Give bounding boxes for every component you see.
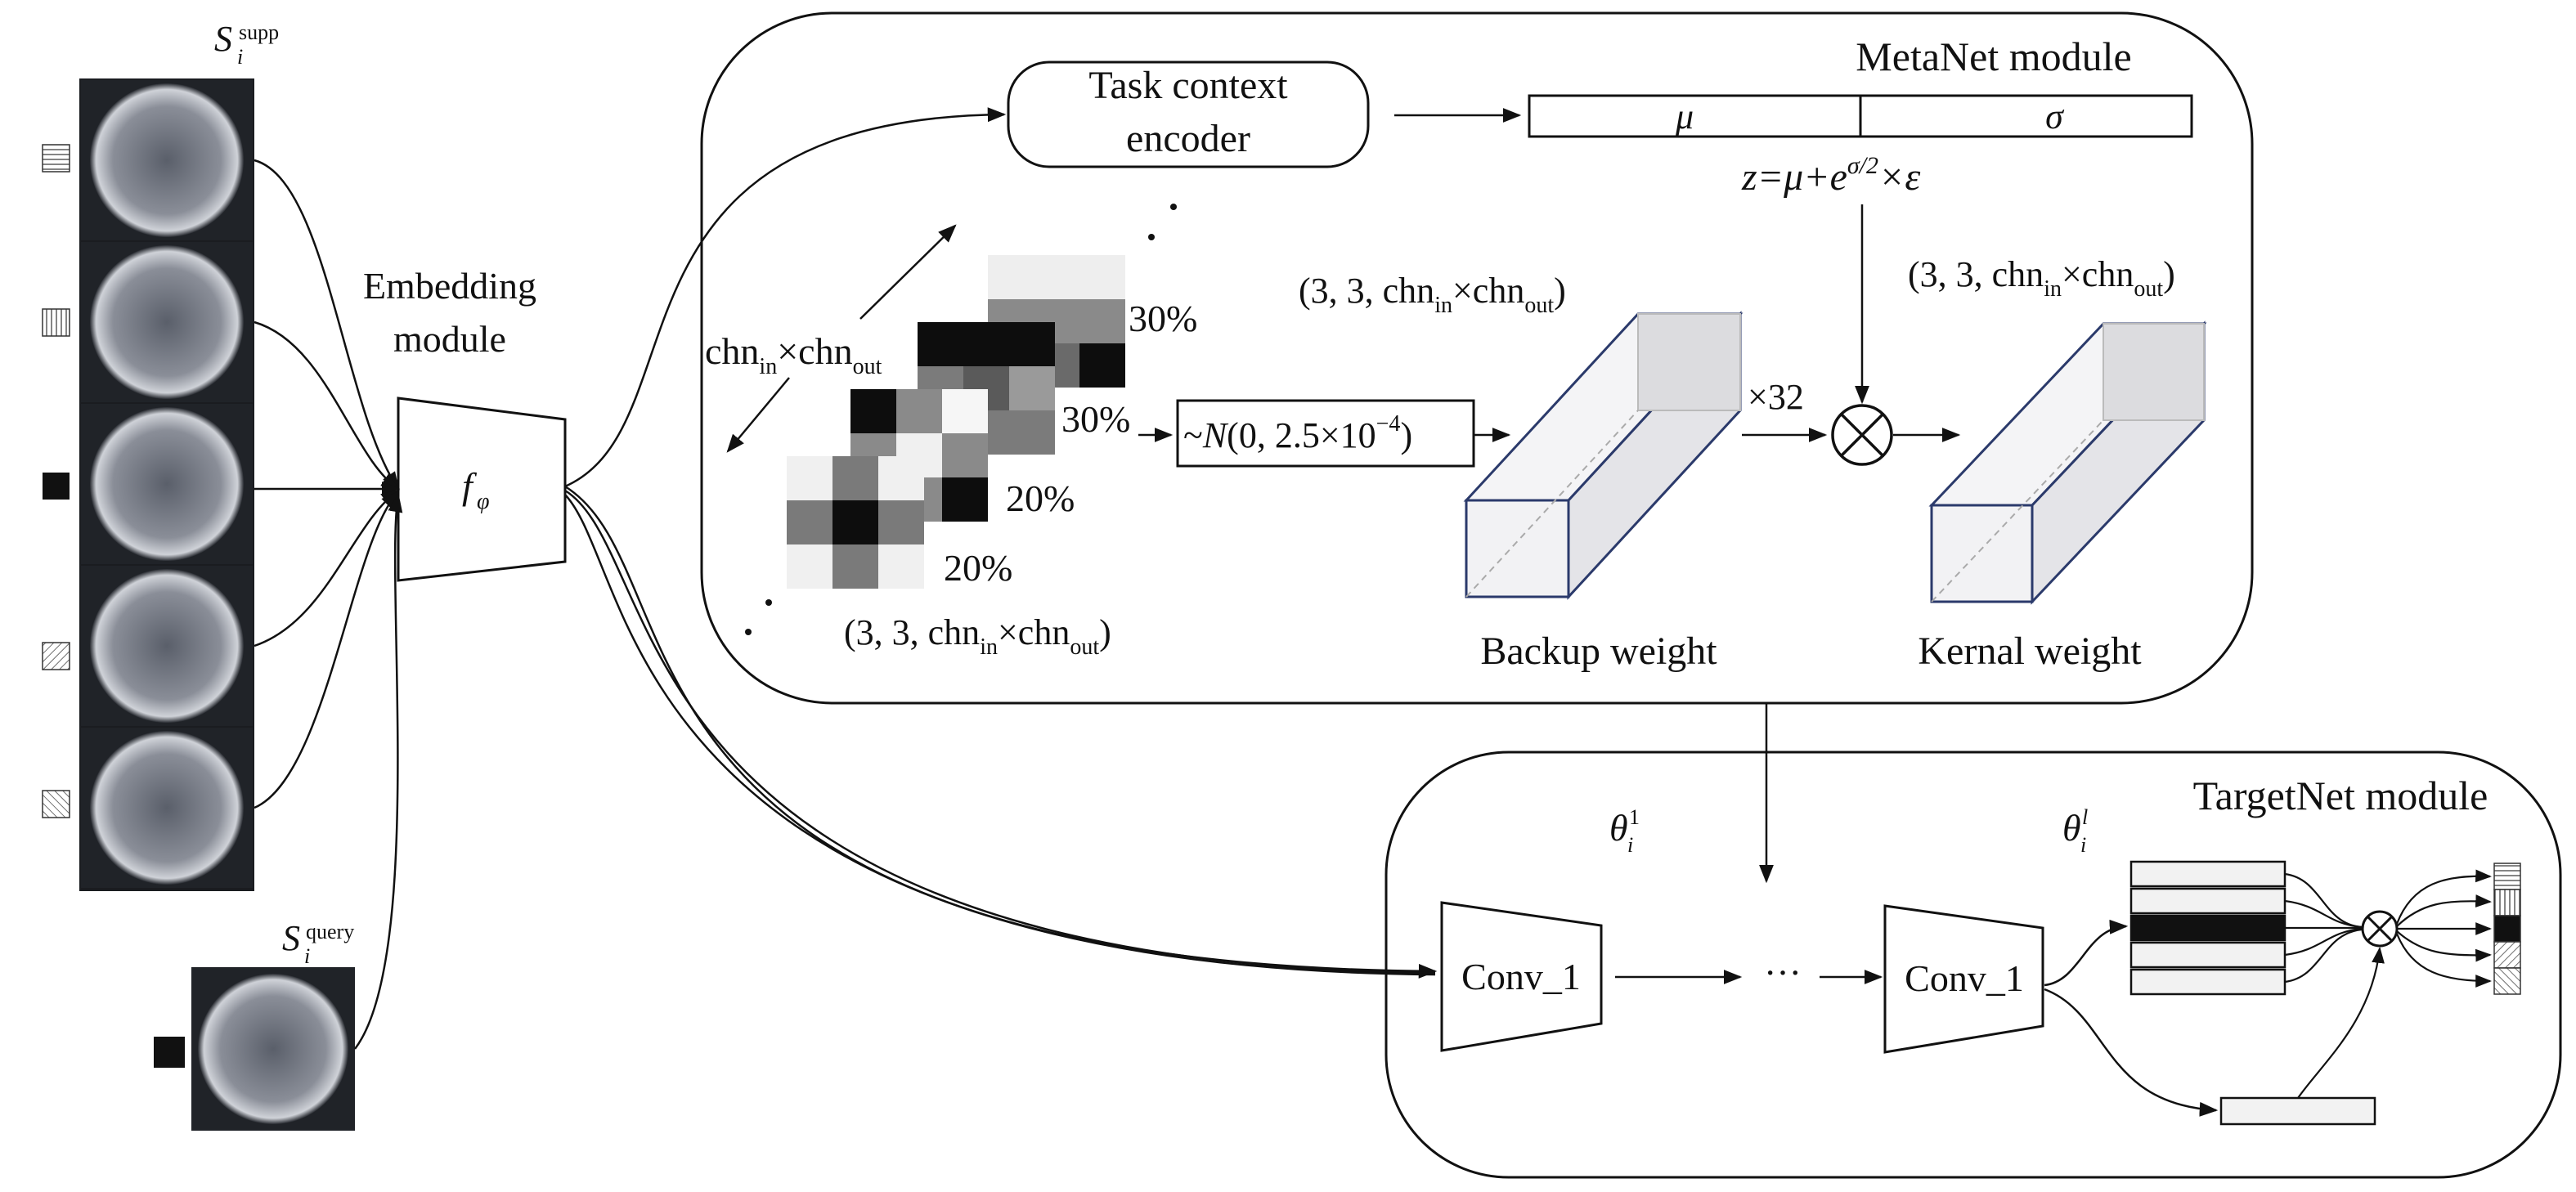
output-marker-diagonal-2 <box>2493 967 2521 995</box>
output-marker-vertical <box>2493 889 2521 916</box>
kernel-tiles <box>787 255 1125 589</box>
multiply-operator-icon <box>1831 404 1893 466</box>
compare-operator-icon <box>2361 910 2399 948</box>
svg-text:S: S <box>282 918 300 958</box>
svg-text:Conv_1: Conv_1 <box>1905 957 2024 999</box>
support-set-label: S i supp <box>214 19 279 69</box>
layer-ellipsis: ··· <box>1764 952 1802 993</box>
svg-text:~N(0, 2.5×10−4): ~N(0, 2.5×10−4) <box>1183 411 1412 455</box>
svg-text:i: i <box>1627 833 1633 857</box>
svg-text:i: i <box>2080 833 2086 857</box>
svg-text:i: i <box>237 45 243 69</box>
backup-weight-label: Backup weight <box>1480 630 1717 673</box>
output-marker-solid <box>2493 915 2521 943</box>
output-class-markers <box>2493 863 2521 995</box>
svg-text:supp: supp <box>239 20 279 44</box>
svg-text:(3, 3, chnin×chnout): (3, 3, chnin×chnout) <box>1299 271 1566 318</box>
svg-text:μ: μ <box>1675 96 1694 137</box>
support-to-embedding-arrows <box>254 159 403 1050</box>
embedding-output-arrows <box>564 107 1438 979</box>
kernel-shape-label-backup: (3, 3, chnin×chnout) <box>1299 271 1566 318</box>
feature-bars <box>2129 860 2287 996</box>
svg-text:Conv_1: Conv_1 <box>1461 956 1581 997</box>
targetnet-module-box <box>1384 751 2562 1179</box>
kernal-weight-label: Kernal weight <box>1918 630 2142 673</box>
svg-text:θ: θ <box>2062 807 2081 849</box>
class-marker-horizontal <box>42 144 70 173</box>
svg-text:S: S <box>214 19 232 59</box>
metanet-module-box <box>700 11 2254 705</box>
targetnet-title: TargetNet module <box>2193 773 2488 818</box>
svg-text:θ: θ <box>1609 807 1628 849</box>
tile-percent-1: 30% <box>1129 298 1197 339</box>
embedding-module: f φ <box>397 397 567 582</box>
compare-to-output-arrows <box>2395 869 2492 988</box>
kernel-tile-1 <box>787 456 924 589</box>
conv-block-last: Conv_1 <box>1883 904 2044 1054</box>
support-image-1 <box>81 80 253 240</box>
embedding-title-line1: Embedding <box>363 265 536 307</box>
svg-text:query: query <box>306 920 354 943</box>
times32-label: ×32 <box>1748 377 1804 417</box>
class-marker-diagonal-1 <box>42 642 70 670</box>
svg-text:φ: φ <box>477 489 490 514</box>
class-marker-vertical <box>42 308 70 337</box>
embedding-title-line2: module <box>393 318 506 360</box>
svg-text:l: l <box>2082 805 2088 829</box>
support-image-5 <box>81 728 253 888</box>
tile-percent-3: 20% <box>1006 477 1075 519</box>
svg-text:(3, 3, chnin×chnout): (3, 3, chnin×chnout) <box>844 612 1111 660</box>
svg-text:chnin×chnout: chnin×chnout <box>705 330 882 379</box>
support-class-markers <box>42 144 70 818</box>
support-image-2 <box>81 242 253 402</box>
chn-axis-arrow-up <box>859 224 957 320</box>
continuation-dots-top <box>1148 204 1177 240</box>
svg-text:Task context: Task context <box>1088 64 1288 107</box>
output-marker-horizontal <box>2493 863 2521 890</box>
query-image <box>191 967 355 1131</box>
tile-percent-4: 20% <box>944 547 1012 589</box>
metanet-title: MetaNet module <box>1856 34 2131 79</box>
features-to-compare-arrows <box>2284 872 2385 1099</box>
support-image-4 <box>81 566 253 726</box>
conv-block-first: Conv_1 <box>1440 901 1603 1052</box>
task-context-encoder: Task context encoder <box>1007 60 1370 168</box>
svg-text:i: i <box>304 944 310 968</box>
query-label: S i query <box>282 918 354 968</box>
svg-text:1: 1 <box>1629 805 1640 829</box>
reparameterization-formula: z=μ+eσ/2×ε <box>1741 152 1920 199</box>
output-marker-diagonal-1 <box>2493 941 2521 969</box>
svg-text:σ: σ <box>2045 96 2065 137</box>
class-marker-solid <box>43 473 70 500</box>
svg-text:(3, 3, chnin×chnout): (3, 3, chnin×chnout) <box>1908 254 2175 302</box>
theta-last-label: θ i l <box>2062 805 2088 857</box>
support-image-3 <box>81 404 253 564</box>
conv-to-features-arrows <box>2044 919 2219 1117</box>
normal-distribution-box: ~N(0, 2.5×10−4) <box>1176 399 1475 468</box>
continuation-dots-bottom <box>745 599 772 635</box>
svg-text:encoder: encoder <box>1126 117 1250 160</box>
tile-percent-2: 30% <box>1061 398 1130 440</box>
theta-first-label: θ i 1 <box>1609 805 1640 857</box>
kernel-shape-label-kernal: (3, 3, chnin×chnout) <box>1908 254 2175 302</box>
chn-dimension-label: chnin×chnout <box>705 330 882 379</box>
query-class-marker-solid <box>154 1037 185 1068</box>
latent-distribution-bar: μ σ <box>1528 94 2193 138</box>
query-feature-bar <box>2219 1096 2376 1126</box>
class-marker-diagonal-2 <box>42 790 70 818</box>
svg-text:z=μ+eσ/2×ε: z=μ+eσ/2×ε <box>1741 152 1920 199</box>
backup-weight-cuboid <box>1463 311 1744 600</box>
kernel-shape-label-bottom: (3, 3, chnin×chnout) <box>844 612 1111 660</box>
kernal-weight-cuboid <box>1928 320 2207 605</box>
chn-axis-arrow-down <box>726 377 790 453</box>
support-image-stack <box>79 78 254 891</box>
